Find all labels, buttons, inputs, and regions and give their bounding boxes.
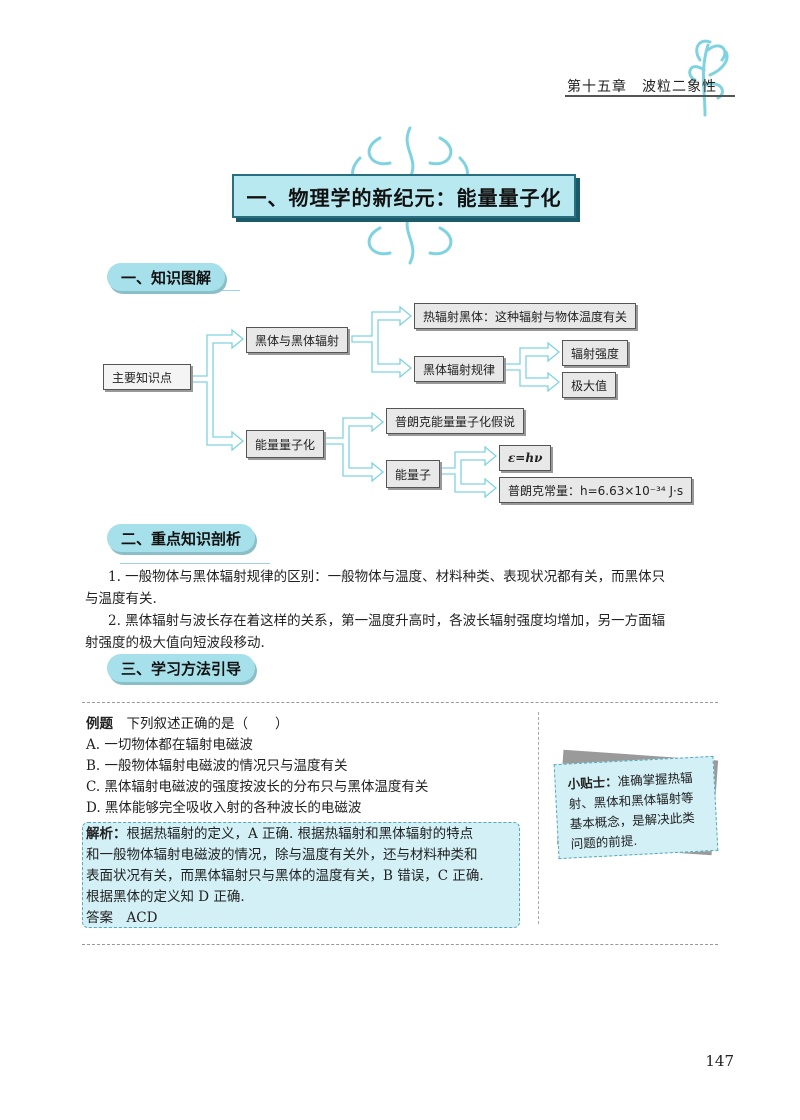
divider-top bbox=[82, 702, 718, 703]
tip-label: 小贴士： bbox=[567, 773, 619, 792]
mindmap-node-quantum: 能量子 bbox=[386, 460, 441, 488]
section-heading: 三、学习方法引导 bbox=[107, 654, 256, 682]
section-heading: 二、重点知识剖析 bbox=[107, 524, 256, 552]
option-a: A. 一切物体都在辐射电磁波 bbox=[86, 737, 253, 753]
answer-line: 答案 ACD bbox=[86, 908, 157, 929]
analysis-label: 解析： bbox=[86, 826, 127, 842]
mindmap-node-energy-formula: ε=hν bbox=[499, 445, 552, 471]
mindmap-node-planck-constant: 普朗克常量：h=6.63×10⁻³⁴ J·s bbox=[499, 477, 693, 503]
analysis-line: 解析：根据热辐射的定义，A 正确. 根据热辐射和黑体辐射的特点 bbox=[86, 824, 473, 845]
analysis-box bbox=[82, 822, 520, 928]
mindmap-node-planck-hypothesis: 普朗克能量量子化假说 bbox=[386, 408, 525, 434]
mindmap-root: 主要知识点 bbox=[103, 364, 191, 390]
page-number: 147 bbox=[705, 1052, 734, 1070]
section-heading: 一、知识图解 bbox=[107, 263, 226, 291]
analysis-line: 表面状况有关，而黑体辐射只与黑体的温度有关，B 错误，C 正确. bbox=[86, 868, 484, 884]
title-ornament bbox=[351, 126, 469, 265]
mindmap-node-blackbody-law: 黑体辐射规律 bbox=[414, 356, 505, 382]
analysis-line: 根据黑体的定义知 D 正确. bbox=[86, 889, 245, 905]
key-point-line: 与温度有关. bbox=[85, 591, 157, 607]
key-point-line: 2. 黑体辐射与波长存在着这样的关系，第一温度升高时，各波长辐射强度均增加，另一… bbox=[108, 613, 666, 629]
corner-ornament bbox=[688, 39, 729, 117]
mindmap-node-maximum: 极大值 bbox=[562, 372, 617, 398]
example-label: 例题 bbox=[86, 716, 113, 732]
divider-vertical bbox=[538, 712, 539, 924]
answer-label: 答案 bbox=[86, 910, 113, 926]
mindmap-node-thermal-radiation: 热辐射黑体：这种辐射与物体温度有关 bbox=[414, 303, 637, 329]
key-point-line: 射强度的极大值向短波段移动. bbox=[85, 635, 265, 651]
answer-value: ACD bbox=[126, 910, 158, 926]
section-rule bbox=[120, 563, 270, 564]
tip-box: 小贴士：准确掌握热辐射、黑体和黑体辐射等基本概念，是解决此类问题的前提. bbox=[553, 755, 719, 860]
example-question: 例题 下列叙述正确的是（ ） bbox=[86, 714, 289, 735]
mindmap-node-quantization: 能量量子化 bbox=[246, 430, 325, 458]
mindmap-node-intensity: 辐射强度 bbox=[562, 340, 629, 366]
option-c: C. 黑体辐射电磁波的强度按波长的分布只与黑体温度有关 bbox=[86, 779, 429, 795]
chapter-rule bbox=[565, 95, 735, 97]
chapter-title: 第十五章 波粒二象性 bbox=[567, 79, 717, 95]
mindmap-connectors bbox=[189, 305, 561, 499]
mindmap-node-blackbody: 黑体与黑体辐射 bbox=[246, 327, 349, 353]
analysis-line: 和一般物体辐射电磁波的情况，除与温度有关外，还与材料种类和 bbox=[86, 847, 478, 863]
example-question-text: 下列叙述正确的是（ ） bbox=[126, 716, 289, 732]
option-b: B. 一般物体辐射电磁波的情况只与温度有关 bbox=[86, 758, 348, 774]
page-title: 一、物理学的新纪元：能量量子化 bbox=[232, 174, 576, 218]
analysis-text: 根据热辐射的定义，A 正确. 根据热辐射和黑体辐射的特点 bbox=[126, 826, 474, 842]
divider-bottom bbox=[82, 944, 718, 945]
option-d: D. 黑体能够完全吸收入射的各种波长的电磁波 bbox=[86, 800, 362, 816]
key-point-line: 1. 一般物体与黑体辐射规律的区别：一般物体与温度、材料种类、表现状况都有关，而… bbox=[108, 569, 666, 585]
